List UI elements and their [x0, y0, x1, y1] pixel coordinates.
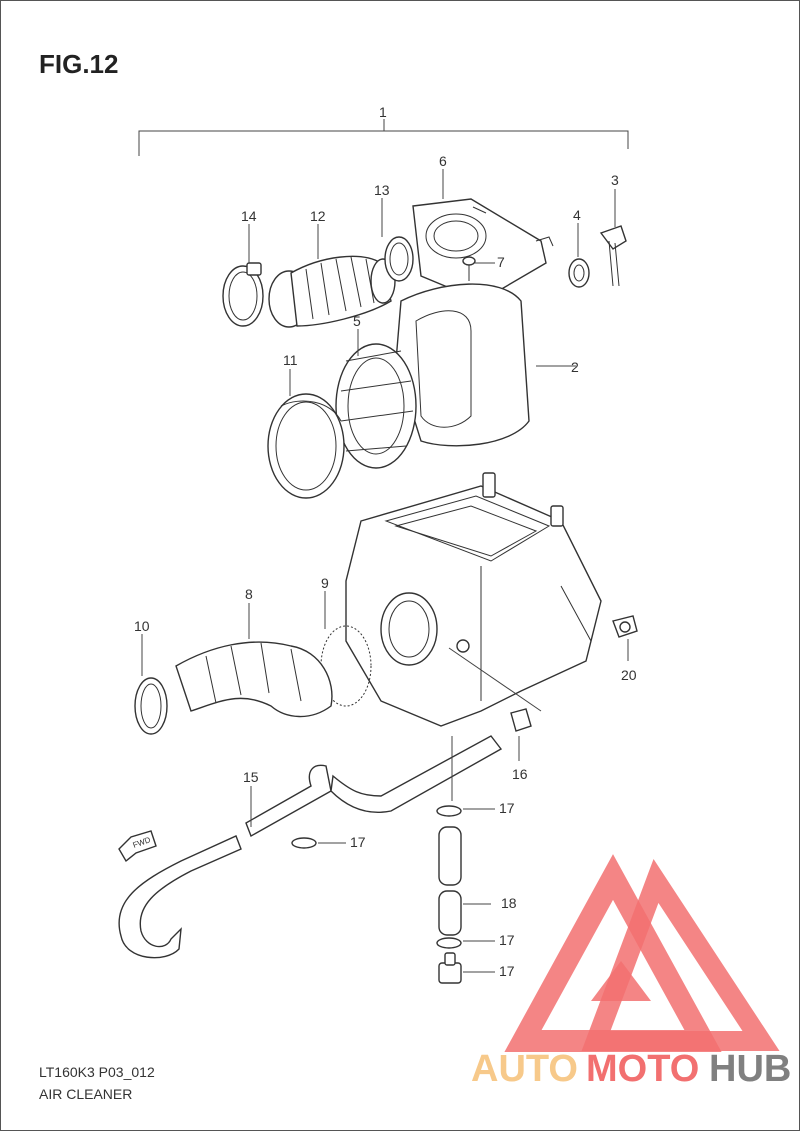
- callout-1: 1: [379, 104, 387, 120]
- callout-6: 6: [439, 153, 447, 169]
- part-12-intake-hose: [268, 255, 396, 328]
- callout-9: 9: [321, 575, 329, 591]
- part-6-cap: [412, 198, 554, 302]
- part-13-seal-ring: [384, 236, 414, 282]
- callout-16: 16: [512, 766, 528, 782]
- part-5-cage: [335, 343, 417, 469]
- watermark-part3: HUB: [709, 1048, 791, 1090]
- callout-10: 10: [134, 618, 150, 634]
- watermark-text: AUTO MOTO HUB: [471, 1048, 791, 1090]
- section-name: AIR CLEANER: [39, 1086, 133, 1102]
- callout-4: 4: [573, 207, 581, 223]
- part-14-clamp: [222, 262, 264, 327]
- part-10-clamp: [134, 677, 168, 735]
- part-3-clip: [599, 225, 627, 287]
- part-20-bolt: [612, 615, 638, 638]
- callout-15: 15: [243, 769, 259, 785]
- callout-numbers: 1 2 3 4 5 6 7 8 9 10 11 12 13 14 15 16 1…: [134, 104, 637, 979]
- callout-3: 3: [611, 172, 619, 188]
- callout-17b: 17: [350, 834, 366, 850]
- watermark-part1: AUTO: [471, 1048, 578, 1090]
- leader-lines: [141, 169, 629, 973]
- callout-20: 20: [621, 667, 637, 683]
- callout-19: 17: [499, 963, 515, 979]
- fwd-arrow-icon: FWD: [118, 830, 157, 863]
- model-code: LT160K3 P03_012: [39, 1064, 155, 1080]
- part-7-screw: [462, 256, 476, 281]
- part-8-outlet-duct: [175, 641, 333, 718]
- callout-17a: 17: [499, 800, 515, 816]
- callout-7: 7: [497, 254, 505, 270]
- air-cleaner-case: [345, 472, 602, 727]
- part-18-hoses: [438, 826, 462, 936]
- callout-14: 14: [241, 208, 257, 224]
- part-11-ring: [267, 393, 345, 499]
- watermark-logo: [504, 854, 780, 1052]
- part-17-clips: [291, 805, 462, 949]
- callout-5: 5: [353, 313, 361, 329]
- part-9-gasket: [320, 625, 372, 707]
- callout-8: 8: [245, 586, 253, 602]
- figure-title: FIG.12: [39, 49, 119, 79]
- callout-18: 18: [501, 895, 517, 911]
- part-4-grommet: [568, 258, 590, 288]
- part-15-drain-hose: [118, 735, 503, 959]
- callout-2: 2: [571, 359, 579, 375]
- callout-11: 11: [283, 352, 298, 368]
- callout-17c: 17: [499, 932, 515, 948]
- part-2-filter-element: [395, 283, 530, 447]
- watermark-part2: MOTO: [586, 1048, 699, 1090]
- callout-13: 13: [374, 182, 390, 198]
- part-19-plug: [438, 952, 462, 984]
- callout-12: 12: [310, 208, 326, 224]
- assembly-bracket: [138, 130, 629, 156]
- part-16-clip: [510, 708, 532, 732]
